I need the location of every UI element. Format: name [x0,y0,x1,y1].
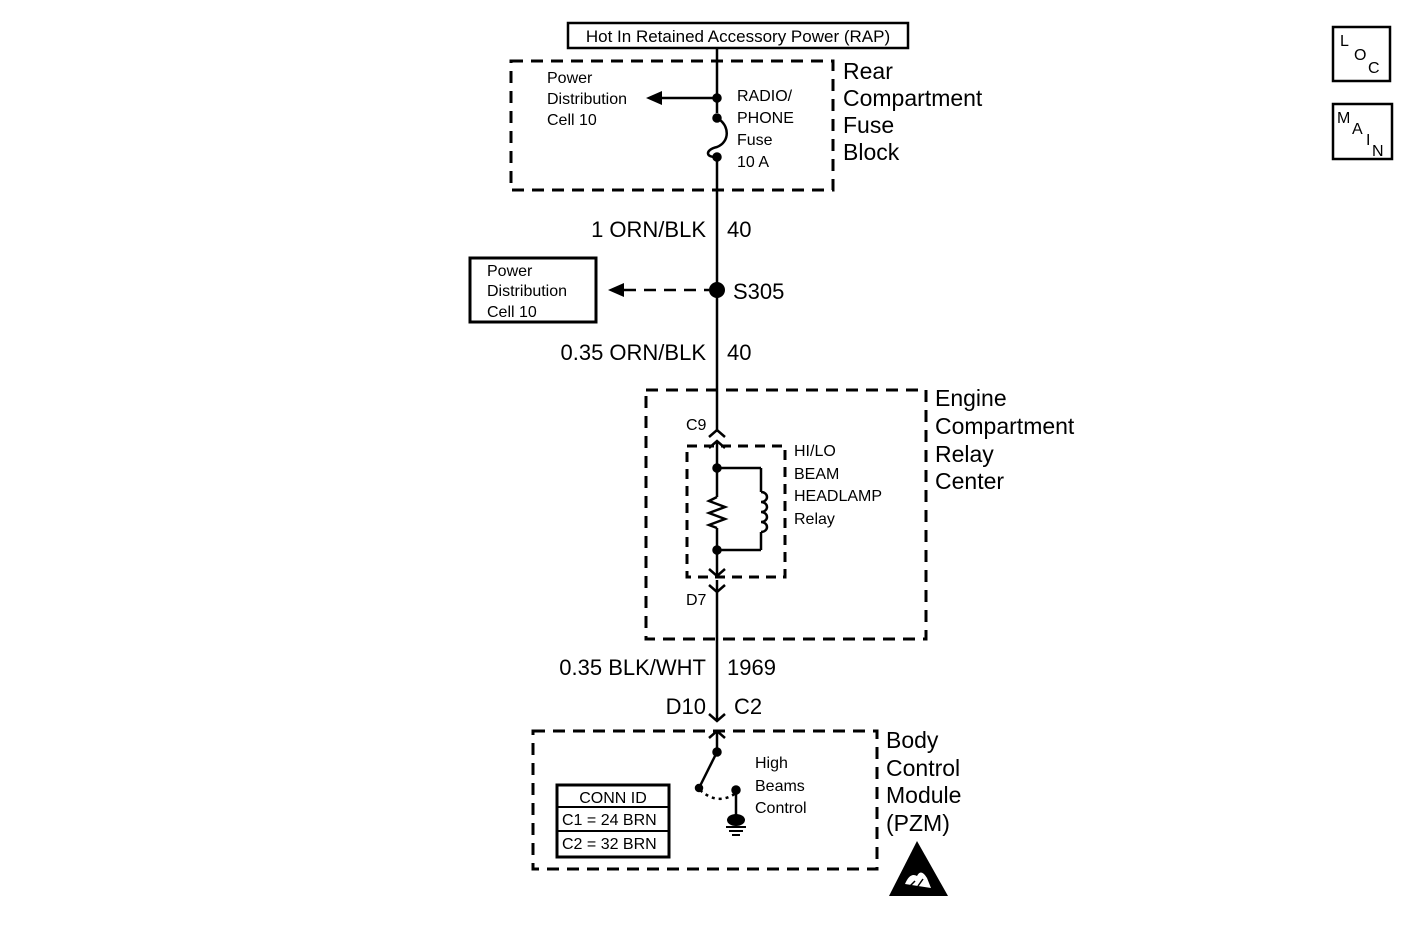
diagram-title: Hot In Retained Accessory Power (RAP) [586,27,890,46]
bcm-connector-label: C2 [734,694,762,719]
svg-text:C: C [1368,60,1380,77]
conn-id-row: C2 = 32 BRN [562,836,657,853]
svg-text:Distribution: Distribution [487,283,567,300]
svg-text:HI/LO: HI/LO [794,443,836,460]
svg-text:Block: Block [843,139,900,165]
relay-coil-resistor [705,441,769,578]
svg-text:I: I [1366,132,1370,149]
svg-text:O: O [1354,47,1366,64]
wire3-circuit: 1969 [727,655,776,680]
svg-text:Center: Center [935,468,1004,494]
splice-arrow [608,283,624,297]
conn-id-title: CONN ID [579,790,647,807]
power-distribution-arrow [646,91,717,105]
svg-text:Beams: Beams [755,778,805,795]
wire2-label: 0.35 ORN/BLK [560,340,706,365]
svg-text:M: M [1337,110,1350,127]
svg-text:Compartment: Compartment [935,413,1075,439]
svg-text:A: A [1352,121,1363,138]
esd-warning-icon [889,841,948,896]
engine-relay-center: Engine Compartment Relay Center C9 HI/LO [644,385,1075,641]
svg-text:Fuse: Fuse [737,132,773,149]
svg-text:Relay: Relay [935,441,994,467]
svg-text:Power: Power [547,70,593,87]
ground-icon [726,814,746,836]
diagram-title-box: Hot In Retained Accessory Power (RAP) [566,21,910,50]
svg-text:BEAM: BEAM [794,466,839,483]
body-control-module: Body Control Module (PZM) High Beams Con… [531,727,961,896]
svg-text:L: L [1340,33,1349,50]
svg-text:10 A: 10 A [737,154,769,171]
bcm-pin-label: D10 [666,694,706,719]
splice-s305: S305 [608,279,784,304]
svg-text:Cell 10: Cell 10 [487,304,537,321]
svg-text:High: High [755,755,788,772]
svg-text:Distribution: Distribution [547,91,627,108]
svg-text:Control: Control [755,800,807,817]
power-distribution-ref-box: Power Distribution Cell 10 [468,256,598,324]
svg-text:(PZM): (PZM) [886,810,950,836]
svg-text:Body: Body [886,727,939,753]
main-button[interactable]: M A I N [1331,102,1394,161]
rear-fuse-block: Rear Compartment Fuse Block Power Distri… [509,58,983,192]
connector-d7 [708,584,726,594]
wire2-circuit: 40 [727,340,751,365]
fuse-symbol [706,93,728,162]
high-beam-switch [694,731,741,815]
svg-text:Engine: Engine [935,385,1007,411]
svg-text:Fuse: Fuse [843,112,894,138]
conn-id-table: CONN ID C1 = 24 BRN C2 = 32 BRN [555,783,671,859]
svg-text:Cell 10: Cell 10 [547,112,597,129]
svg-text:Rear: Rear [843,58,893,84]
splice-label: S305 [733,279,784,304]
relay-box [685,444,787,579]
svg-text:Module: Module [886,782,961,808]
svg-text:Compartment: Compartment [843,85,983,111]
svg-text:RADIO/: RADIO/ [737,88,793,105]
wire1-circuit: 40 [727,217,751,242]
svg-text:PHONE: PHONE [737,110,794,127]
svg-text:Control: Control [886,755,960,781]
svg-text:Power: Power [487,263,533,280]
loc-button[interactable]: L O C [1331,25,1392,83]
wire3-label: 0.35 BLK/WHT [559,655,706,680]
svg-text:Relay: Relay [794,511,835,528]
wire1-label: 1 ORN/BLK [591,217,706,242]
conn-id-row: C1 = 24 BRN [562,812,657,829]
connector-c9-label: C9 [686,417,707,434]
svg-text:HEADLAMP: HEADLAMP [794,488,882,505]
connector-d7-label: D7 [686,592,707,609]
svg-text:N: N [1372,143,1384,160]
